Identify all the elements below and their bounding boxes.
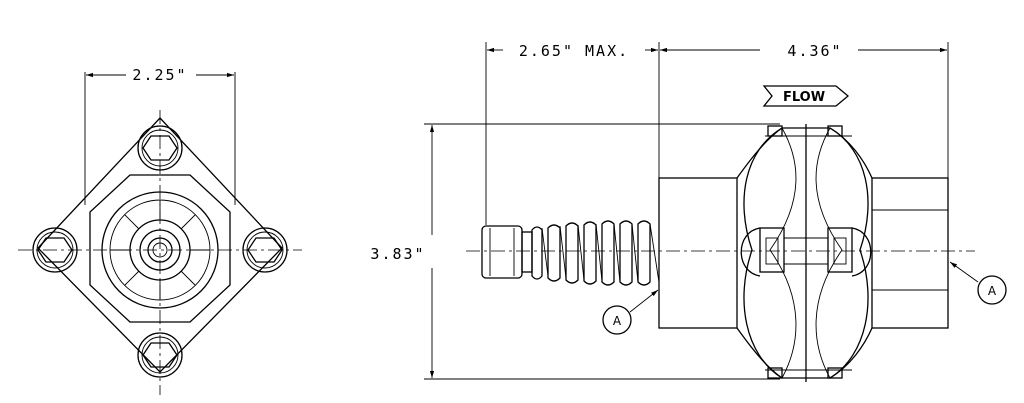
flange-housing: [736, 124, 873, 382]
front-width-label: 2.25": [132, 66, 187, 84]
callout-left: A: [602, 289, 659, 335]
spring-cap: [481, 225, 533, 279]
side-top-dimensions: 2.65" MAX. 4.36": [485, 42, 949, 225]
left-body-block: [658, 177, 738, 329]
flow-arrow: FLOW: [762, 85, 850, 107]
side-height-dimension: 3.83": [370, 123, 780, 380]
front-view: 2.25": [18, 66, 302, 395]
callout-right: A: [949, 261, 1007, 305]
body-octagon: [89, 174, 231, 323]
spring-dimension-label: 2.65" MAX.: [519, 42, 629, 60]
side-view: 2.65" MAX. 4.36" 3.83" FLOW: [370, 42, 1007, 382]
callout-right-label: A: [988, 284, 997, 298]
height-dimension-label: 3.83": [370, 245, 425, 263]
flow-label: FLOW: [783, 90, 825, 105]
body-dimension-label: 4.36": [787, 42, 842, 60]
spring-coils: [531, 220, 660, 286]
bolt-bottom: [137, 332, 183, 378]
callout-left-label: A: [613, 314, 622, 328]
front-width-dimension: 2.25": [84, 66, 236, 205]
right-body-block: [871, 177, 949, 329]
